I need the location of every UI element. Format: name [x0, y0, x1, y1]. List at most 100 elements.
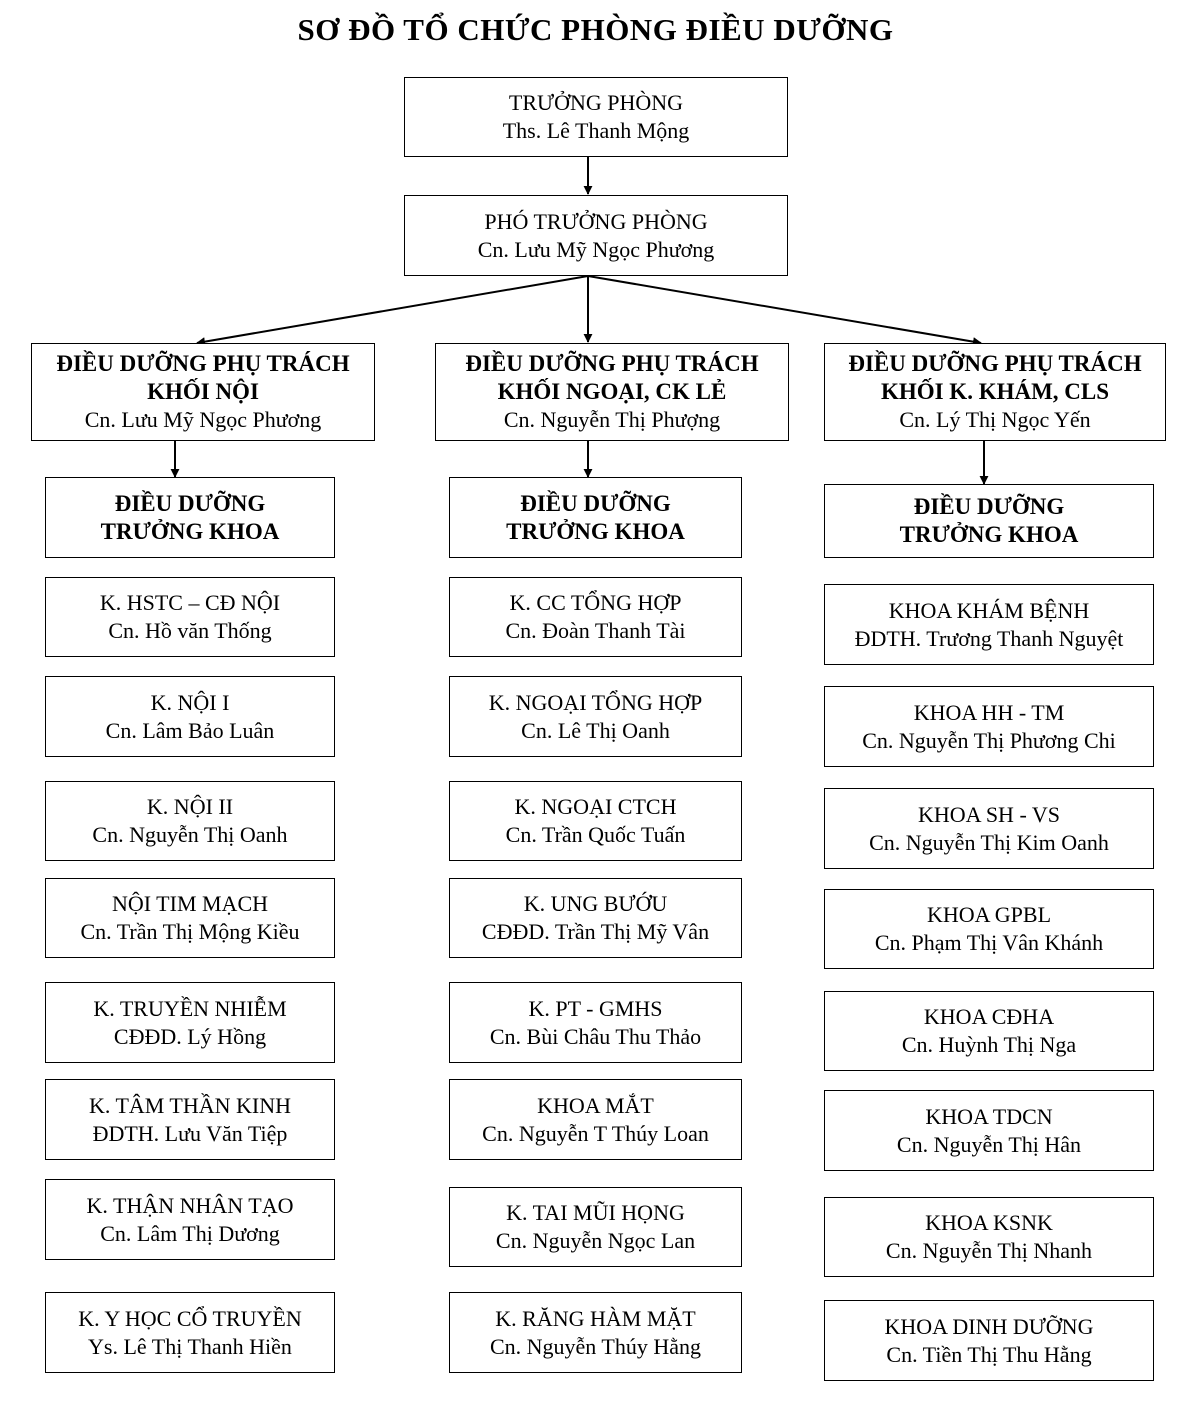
dept-box: KHOA KHÁM BỆNH ĐDTH. Trương Thanh Nguyệt — [824, 584, 1154, 665]
dept-nurse: Cn. Nguyễn Thị Phương Chi — [862, 727, 1116, 753]
block-3-leader: ĐIỀU DƯỠNG PHỤ TRÁCH KHỐI K. KHÁM, CLS C… — [824, 343, 1166, 441]
dept-label: KHOA MẮT — [537, 1092, 654, 1118]
block-3-name: Cn. Lý Thị Ngọc Yến — [899, 407, 1091, 432]
dept-label: K. NỘI I — [150, 689, 230, 715]
arrow-deputy-to-block-3 — [587, 275, 982, 347]
dept-label: K. THẬN NHÂN TẠO — [86, 1192, 294, 1218]
dept-box: KHOA DINH DƯỠNG Cn. Tiền Thị Thu Hằng — [824, 1300, 1154, 1381]
dept-label: KHOA GPBL — [926, 902, 1052, 927]
block-1-leader: ĐIỀU DƯỠNG PHỤ TRÁCH KHỐI NỘI Cn. Lưu Mỹ… — [31, 343, 375, 441]
dept-nurse: Cn. Lê Thị Oanh — [521, 717, 670, 743]
head-box: TRƯỞNG PHÒNG Ths. Lê Thanh Mộng — [404, 77, 788, 157]
dept-label: K. RĂNG HÀM MẶT — [495, 1305, 696, 1331]
dept-nurse: Cn. Nguyễn Ngọc Lan — [495, 1228, 696, 1253]
dept-box: K. NGOẠI CTCH Cn. Trần Quốc Tuấn — [449, 781, 742, 861]
dept-box: K. THẬN NHÂN TẠO Cn. Lâm Thị Dương — [45, 1179, 335, 1260]
dept-box: K. HSTC – CĐ NỘI Cn. Hồ văn Thống — [45, 577, 335, 657]
dept-box: KHOA CĐHA Cn. Huỳnh Thị Nga — [824, 991, 1154, 1071]
dept-nurse: Cn. Đoàn Thanh Tài — [505, 618, 686, 643]
dept-box: K. CC TỔNG HỢP Cn. Đoàn Thanh Tài — [449, 577, 742, 657]
dept-box: K. NGOẠI TỔNG HỢP Cn. Lê Thị Oanh — [449, 676, 742, 757]
dept-box: K. PT - GMHS Cn. Bùi Châu Thu Thảo — [449, 982, 742, 1063]
block-3-role-line-2: KHỐI K. KHÁM, CLS — [880, 379, 1110, 404]
dept-box: K. Y HỌC CỔ TRUYỀN Ys. Lê Thị Thanh Hiền — [45, 1292, 335, 1373]
block-3-head-title-1: ĐIỀU DƯỠNG — [913, 494, 1065, 519]
dept-label: KHOA DINH DƯỠNG — [884, 1313, 1094, 1339]
block-2-head-nurse: ĐIỀU DƯỠNG TRƯỞNG KHOA — [449, 477, 742, 558]
dept-nurse: Cn. Lâm Thị Dương — [100, 1220, 280, 1246]
dept-label: K. PT - GMHS — [528, 995, 663, 1021]
dept-box: KHOA HH - TM Cn. Nguyễn Thị Phương Chi — [824, 686, 1154, 767]
dept-nurse: Cn. Phạm Thị Vân Khánh — [874, 930, 1104, 955]
dept-nurse: Cn. Trần Quốc Tuấn — [505, 822, 686, 847]
dept-nurse: Cn. Bùi Châu Thu Thảo — [489, 1023, 702, 1049]
dept-box: K. TÂM THẦN KINH ĐDTH. Lưu Văn Tiệp — [45, 1079, 335, 1160]
block-1-head-title-2: TRƯỞNG KHOA — [100, 518, 280, 544]
dept-box: K. TAI MŨI HỌNG Cn. Nguyễn Ngọc Lan — [449, 1187, 742, 1267]
dept-label: KHOA KHÁM BỆNH — [888, 597, 1090, 623]
dept-nurse: Cn. Trần Thị Mộng Kiều — [80, 919, 300, 944]
dept-label: K. TÂM THẦN KINH — [88, 1092, 292, 1118]
deputy-name: Cn. Lưu Mỹ Ngọc Phương — [477, 236, 715, 262]
block-1-role-line-2: KHỐI NỘI — [147, 379, 259, 404]
dept-label: K. NGOẠI TỔNG HỢP — [488, 689, 703, 715]
dept-label: K. NGOẠI CTCH — [514, 794, 677, 819]
block-2-role-line-2: KHỐI NGOẠI, CK LẺ — [497, 379, 727, 404]
dept-box: K. NỘI II Cn. Nguyễn Thị Oanh — [45, 781, 335, 861]
block-2-head-title-2: TRƯỞNG KHOA — [506, 518, 685, 544]
block-3-head-nurse: ĐIỀU DƯỠNG TRƯỞNG KHOA — [824, 484, 1154, 558]
dept-nurse: Cn. Nguyễn Thúy Hằng — [489, 1333, 702, 1359]
dept-label: KHOA CĐHA — [923, 1004, 1055, 1029]
block-2-leader: ĐIỀU DƯỠNG PHỤ TRÁCH KHỐI NGOẠI, CK LẺ C… — [435, 343, 789, 441]
block-1-role-line-1: ĐIỀU DƯỠNG PHỤ TRÁCH — [56, 351, 350, 376]
dept-label: K. CC TỔNG HỢP — [509, 590, 682, 615]
dept-label: KHOA KSNK — [925, 1210, 1053, 1235]
dept-label: K. NỘI II — [146, 794, 234, 819]
head-name: Ths. Lê Thanh Mộng — [502, 118, 690, 143]
block-3-role-line-1: ĐIỀU DƯỠNG PHỤ TRÁCH — [848, 351, 1142, 376]
block-1-head-title-1: ĐIỀU DƯỠNG — [114, 490, 266, 516]
dept-label: K. UNG BƯỚU — [523, 891, 668, 916]
dept-box: K. NỘI I Cn. Lâm Bảo Luân — [45, 676, 335, 757]
deputy-box: PHÓ TRƯỞNG PHÒNG Cn. Lưu Mỹ Ngọc Phương — [404, 195, 788, 276]
dept-nurse: Cn. Hồ văn Thống — [108, 618, 272, 643]
dept-nurse: Cn. Huỳnh Thị Nga — [901, 1032, 1077, 1057]
dept-box: KHOA KSNK Cn. Nguyễn Thị Nhanh — [824, 1197, 1154, 1277]
dept-nurse: ĐDTH. Lưu Văn Tiệp — [92, 1120, 288, 1146]
dept-label: KHOA TDCN — [925, 1103, 1053, 1129]
dept-label: K. HSTC – CĐ NỘI — [99, 590, 281, 615]
dept-nurse: Cn. Lâm Bảo Luân — [105, 717, 275, 743]
dept-nurse: ĐDTH. Trương Thanh Nguyệt — [854, 625, 1124, 651]
dept-label: K. Y HỌC CỔ TRUYỀN — [78, 1305, 302, 1331]
dept-nurse: Cn. Nguyễn T Thúy Loan — [482, 1120, 709, 1146]
block-3-head-title-2: TRƯỞNG KHOA — [899, 522, 1079, 547]
block-1-head-nurse: ĐIỀU DƯỠNG TRƯỞNG KHOA — [45, 477, 335, 558]
block-2-name: Cn. Nguyễn Thị Phượng — [503, 407, 721, 432]
dept-box: K. UNG BƯỚU CĐĐD. Trần Thị Mỹ Vân — [449, 878, 742, 958]
dept-label: K. TRUYỀN NHIỄM — [93, 995, 287, 1021]
dept-box: NỘI TIM MẠCH Cn. Trần Thị Mộng Kiều — [45, 878, 335, 958]
dept-nurse: CĐĐD. Lý Hồng — [113, 1023, 267, 1049]
dept-label: NỘI TIM MẠCH — [111, 891, 269, 916]
chart-title: SƠ ĐỒ TỔ CHỨC PHÒNG ĐIỀU DƯỠNG — [297, 12, 894, 47]
head-role: TRƯỞNG PHÒNG — [508, 90, 684, 115]
dept-nurse: Cn. Nguyễn Thị Kim Oanh — [869, 829, 1109, 855]
dept-box: K. TRUYỀN NHIỄM CĐĐD. Lý Hồng — [45, 982, 335, 1063]
dept-nurse: Ys. Lê Thị Thanh Hiền — [88, 1333, 292, 1359]
dept-box: KHOA TDCN Cn. Nguyễn Thị Hân — [824, 1090, 1154, 1171]
block-2-role-line-1: ĐIỀU DƯỠNG PHỤ TRÁCH — [465, 351, 759, 376]
dept-box: KHOA MẮT Cn. Nguyễn T Thúy Loan — [449, 1079, 742, 1160]
block-2-head-title-1: ĐIỀU DƯỠNG — [520, 490, 671, 516]
dept-label: KHOA SH - VS — [917, 801, 1060, 827]
dept-nurse: Cn. Tiền Thị Thu Hằng — [886, 1341, 1092, 1367]
dept-box: K. RĂNG HÀM MẶT Cn. Nguyễn Thúy Hằng — [449, 1292, 742, 1373]
dept-label: KHOA HH - TM — [913, 699, 1065, 725]
dept-nurse: Cn. Nguyễn Thị Hân — [896, 1131, 1082, 1157]
dept-nurse: CĐĐD. Trần Thị Mỹ Vân — [481, 919, 710, 944]
dept-box: KHOA SH - VS Cn. Nguyễn Thị Kim Oanh — [824, 788, 1154, 869]
dept-nurse: Cn. Nguyễn Thị Oanh — [92, 822, 288, 847]
dept-label: K. TAI MŨI HỌNG — [506, 1200, 685, 1225]
dept-box: KHOA GPBL Cn. Phạm Thị Vân Khánh — [824, 889, 1154, 969]
block-1-name: Cn. Lưu Mỹ Ngọc Phương — [84, 407, 322, 432]
